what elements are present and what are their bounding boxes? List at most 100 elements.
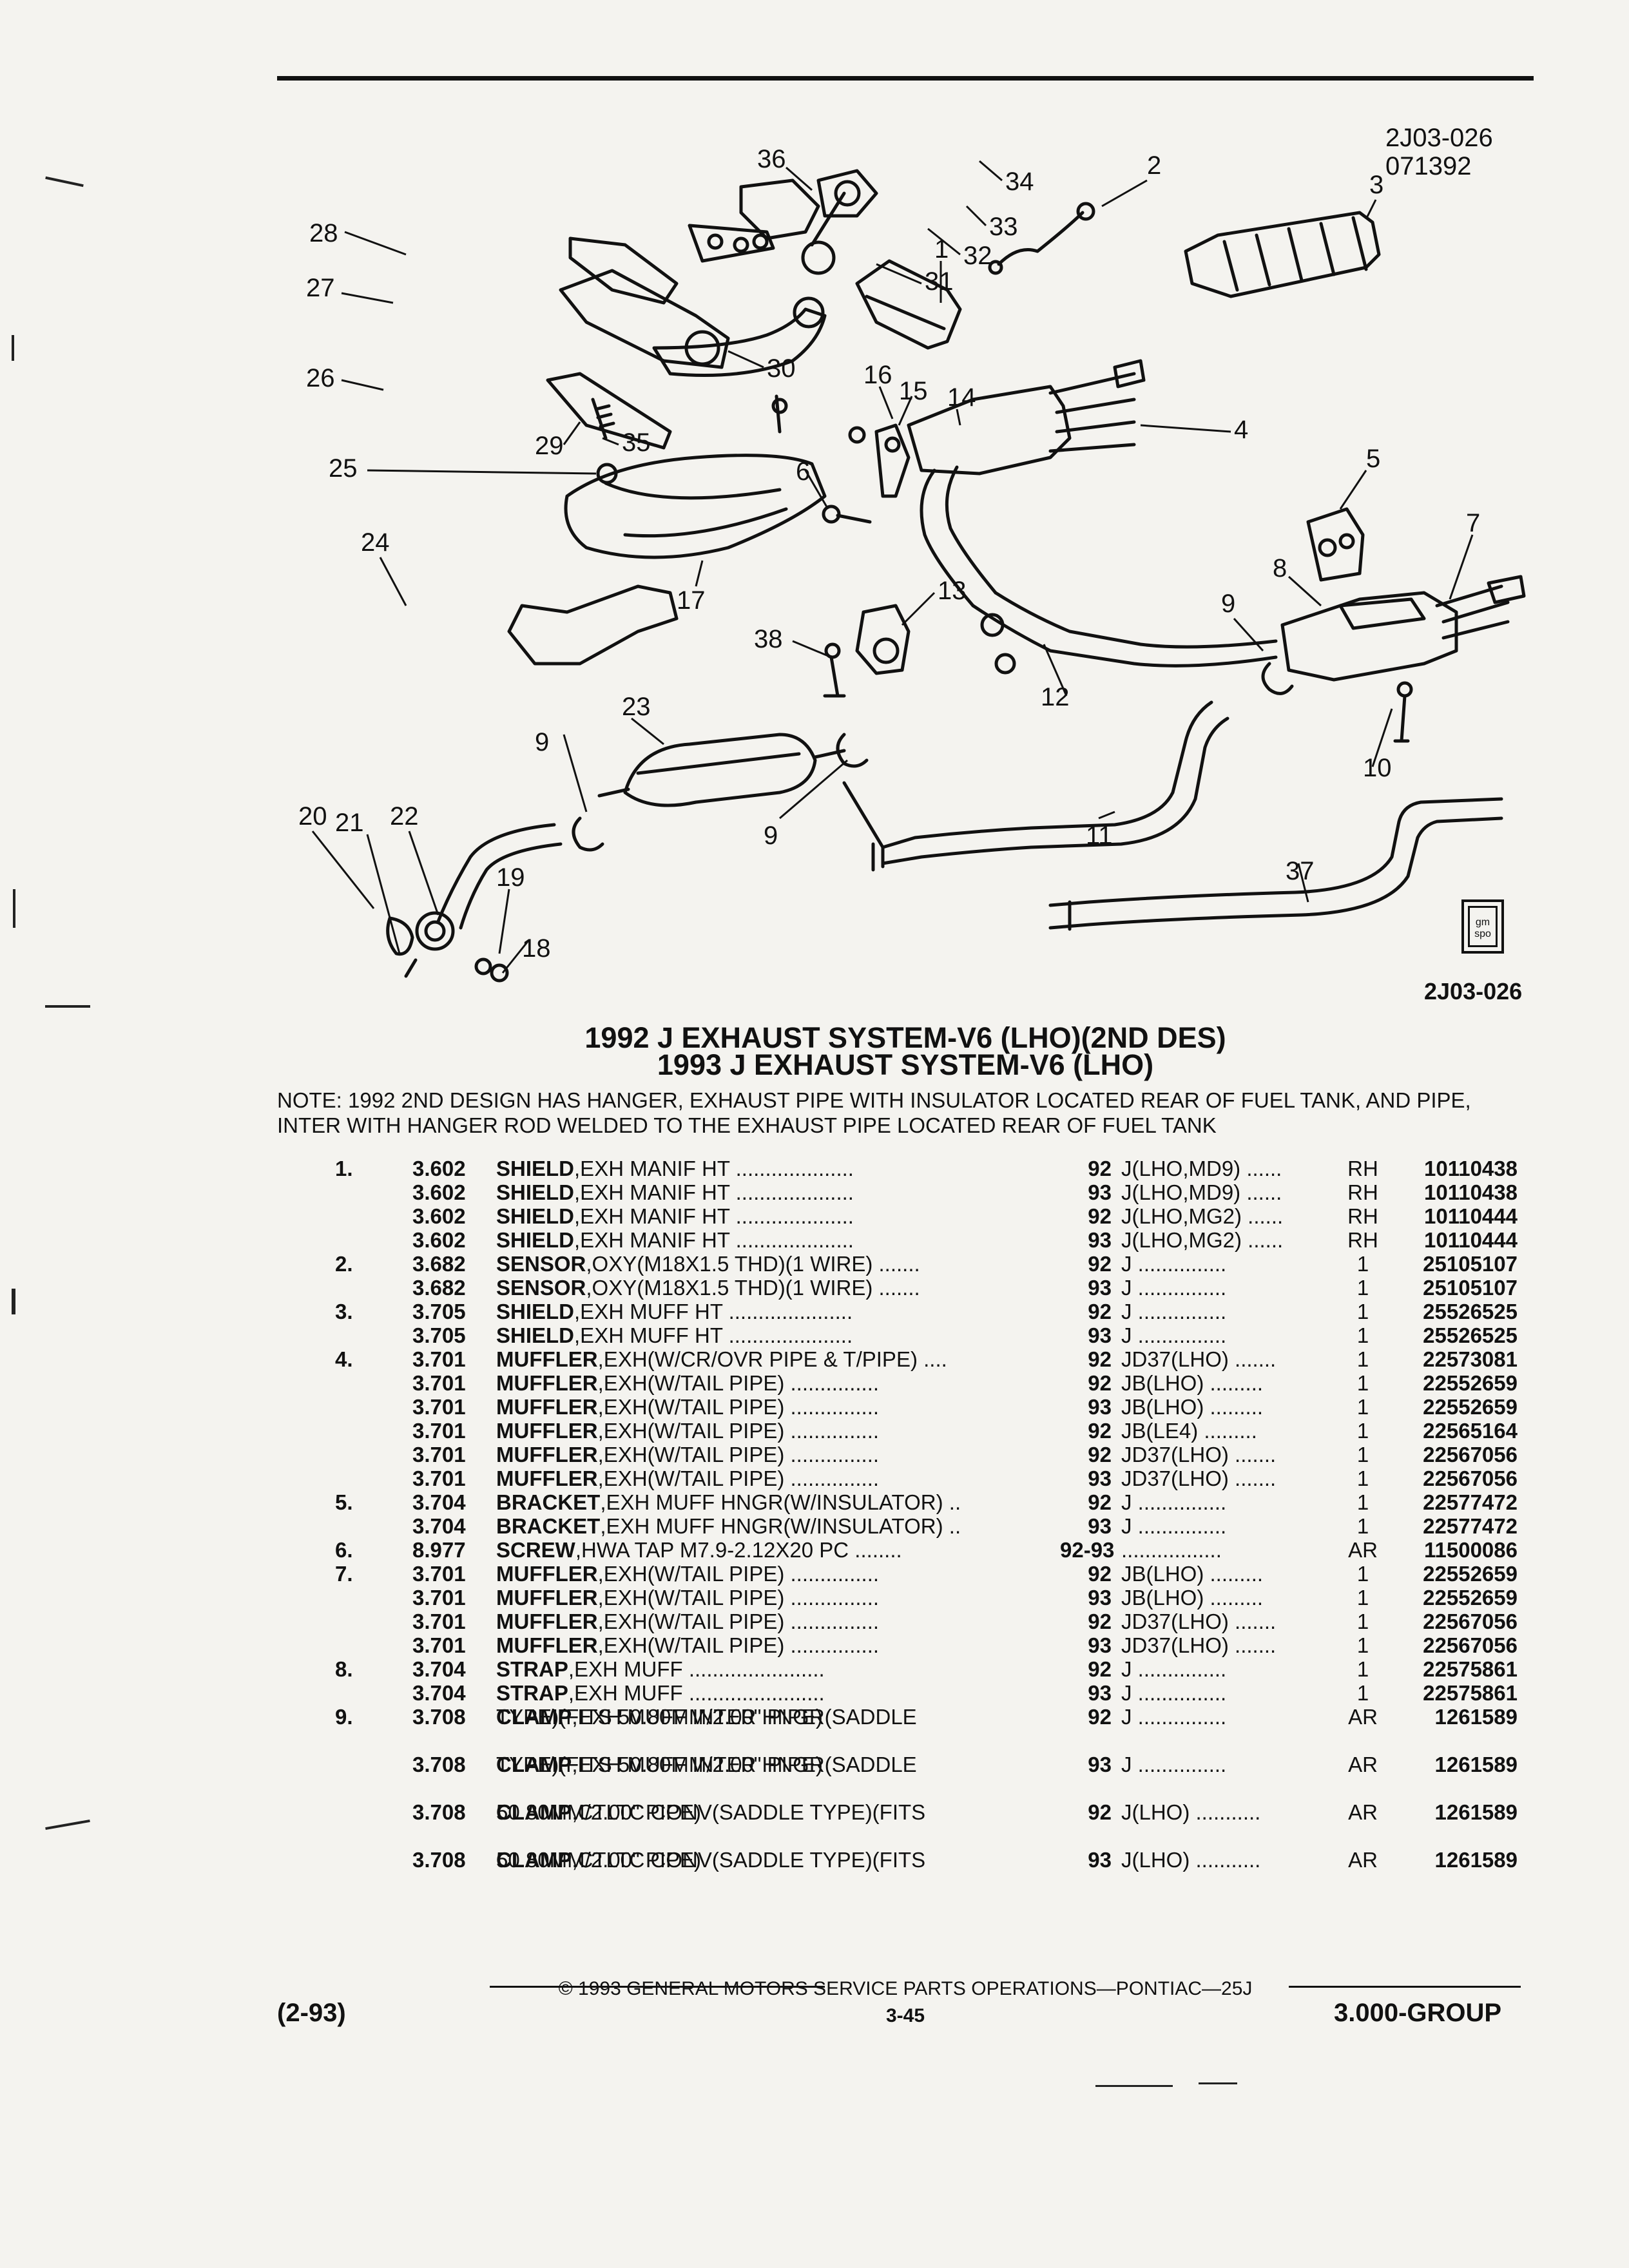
dot-leader: .................... xyxy=(729,1204,854,1228)
part-description: MUFFLER,EXH(W/TAIL PIPE) ............... xyxy=(496,1419,879,1443)
dot-leader: ............... xyxy=(784,1395,880,1419)
part-name: STRAP xyxy=(496,1681,568,1705)
callout-9-front: 9 xyxy=(535,728,549,756)
part-number: 22567056 xyxy=(1423,1443,1518,1466)
quantity: 1 xyxy=(1356,1466,1369,1490)
figure-code: 2J03-026 xyxy=(1385,124,1493,152)
part-name: CLAMP xyxy=(496,1800,572,1824)
part-name: MUFFLER xyxy=(496,1347,598,1371)
part-desc-text: ,EXH MUFF INTER HNGR(SADDLE xyxy=(572,1705,917,1729)
gm-spo-logo-text: gm spo xyxy=(1468,906,1498,947)
part-description: CLAMP,EXH MUFF INTER HNGR(SADDLE xyxy=(496,1705,917,1729)
model-year: 93 xyxy=(1088,1848,1112,1872)
group-code: 3.704 xyxy=(412,1490,466,1514)
item-number: 6. xyxy=(335,1538,353,1562)
part-description: SHIELD,EXH MANIF HT .................... xyxy=(496,1228,854,1253)
part-description: SENSOR,OXY(M18X1.5 THD)(1 WIRE) ....... xyxy=(496,1276,920,1300)
part-desc-continued: TYPE)(FITS 50.80MM/2.00" PIPE) xyxy=(496,1705,823,1729)
shield-muffler-part-3 xyxy=(1184,211,1381,298)
dot-leader: ............... xyxy=(784,1562,880,1586)
part-description: MUFFLER,EXH(W/TAIL PIPE) ............... xyxy=(496,1466,879,1491)
scan-mark xyxy=(1095,2085,1173,2087)
front-muffler-part-4 xyxy=(907,385,1072,476)
part-description: MUFFLER,EXH(W/TAIL PIPE) ............... xyxy=(496,1610,879,1634)
dot-leader: ........ xyxy=(849,1538,902,1562)
callout-22: 22 xyxy=(390,802,419,831)
model-usage: JD37(LHO) ....... xyxy=(1121,1443,1277,1466)
rear-muffler-part-7 xyxy=(1280,591,1458,682)
model-usage: ................. xyxy=(1121,1538,1222,1562)
part-number: 25105107 xyxy=(1423,1276,1518,1300)
quantity: 1 xyxy=(1356,1300,1369,1323)
group-code: 3.602 xyxy=(412,1157,466,1180)
part-number: 25526525 xyxy=(1423,1323,1518,1347)
callout-14: 14 xyxy=(947,383,976,412)
callout-13: 13 xyxy=(938,577,967,605)
group-code: 3.708 xyxy=(412,1800,466,1824)
part-description: MUFFLER,EXH(W/CR/OVR PIPE & T/PIPE) .... xyxy=(496,1347,947,1372)
model-year: 92 xyxy=(1088,1657,1112,1681)
part-desc-text: ,EXH(W/TAIL PIPE) xyxy=(597,1586,785,1610)
quantity: 1 xyxy=(1356,1323,1369,1347)
callout-36: 36 xyxy=(757,145,786,173)
dot-leader: ..................... xyxy=(722,1323,853,1347)
part-name: MUFFLER xyxy=(496,1610,598,1633)
dot-leader: ............... xyxy=(784,1443,880,1466)
callout-19: 19 xyxy=(496,863,525,892)
part-desc-text: ,EXH(W/TAIL PIPE) xyxy=(597,1562,785,1586)
callout-16: 16 xyxy=(863,361,892,389)
part-number: 22565164 xyxy=(1423,1419,1518,1443)
quantity: 1 xyxy=(1356,1443,1369,1466)
group-code: 3.701 xyxy=(412,1419,466,1443)
part-description: SCREW,HWA TAP M7.9-2.12X20 PC ........ xyxy=(496,1538,902,1562)
model-usage: J ............... xyxy=(1121,1753,1227,1776)
footer-copyright: © 1993 GENERAL MOTORS SERVICE PARTS OPER… xyxy=(558,1978,1253,1999)
callout-9-mid: 9 xyxy=(764,822,778,850)
callout-3: 3 xyxy=(1369,171,1383,199)
group-code: 3.701 xyxy=(412,1443,466,1466)
quantity: RH xyxy=(1347,1180,1378,1204)
part-desc-text: ,CTLTC CONV(SADDLE TYPE)(FITS xyxy=(572,1848,926,1872)
group-code: 3.708 xyxy=(412,1753,466,1776)
part-number: 22575861 xyxy=(1423,1681,1518,1705)
model-usage: JB(LE4) ......... xyxy=(1121,1419,1257,1443)
part-description: MUFFLER,EXH(W/TAIL PIPE) ............... xyxy=(496,1371,879,1396)
callout-2: 2 xyxy=(1147,151,1161,180)
part-number: 22573081 xyxy=(1423,1347,1518,1371)
part-desc-text: ,EXH(W/TAIL PIPE) xyxy=(597,1395,785,1419)
front-pipe-part-22 xyxy=(436,823,563,930)
part-desc-text: ,EXH MANIF HT xyxy=(574,1204,730,1228)
bracket-part-5 xyxy=(1306,507,1365,582)
model-usage: J(LHO,MD9) ...... xyxy=(1121,1180,1282,1204)
part-desc-continued: 50.80MM/2.00" PIPE) xyxy=(496,1848,702,1872)
footer-rule-right xyxy=(1289,1986,1521,1988)
quantity: 1 xyxy=(1356,1514,1369,1538)
part-desc-text: ,EXH(W/CR/OVR PIPE & T/PIPE) xyxy=(597,1347,918,1371)
part-name: SHIELD xyxy=(496,1323,575,1347)
note-text: NOTE: 1992 2ND DESIGN HAS HANGER, EXHAUS… xyxy=(277,1088,1471,1137)
model-usage: J ............... xyxy=(1121,1490,1227,1514)
callout-35: 35 xyxy=(622,428,651,457)
footer-page-number: 3-45 xyxy=(885,2005,925,2026)
item-number: 1. xyxy=(335,1157,353,1180)
dot-leader: .................... xyxy=(729,1157,854,1180)
callout-6: 6 xyxy=(796,457,810,486)
part-name: MUFFLER xyxy=(496,1419,598,1443)
model-year: 92 xyxy=(1088,1443,1112,1466)
part-description: MUFFLER,EXH(W/TAIL PIPE) ............... xyxy=(496,1443,879,1467)
item-number: 3. xyxy=(335,1300,353,1323)
quantity: AR xyxy=(1348,1848,1378,1872)
scan-mark xyxy=(45,1005,90,1008)
callout-10: 10 xyxy=(1363,754,1392,782)
quantity: 1 xyxy=(1356,1276,1369,1300)
callout-25: 25 xyxy=(329,454,358,483)
part-number: 22552659 xyxy=(1423,1395,1518,1419)
part-desc-text: ,EXH MUFF INTER HNGR(SADDLE xyxy=(572,1753,917,1776)
